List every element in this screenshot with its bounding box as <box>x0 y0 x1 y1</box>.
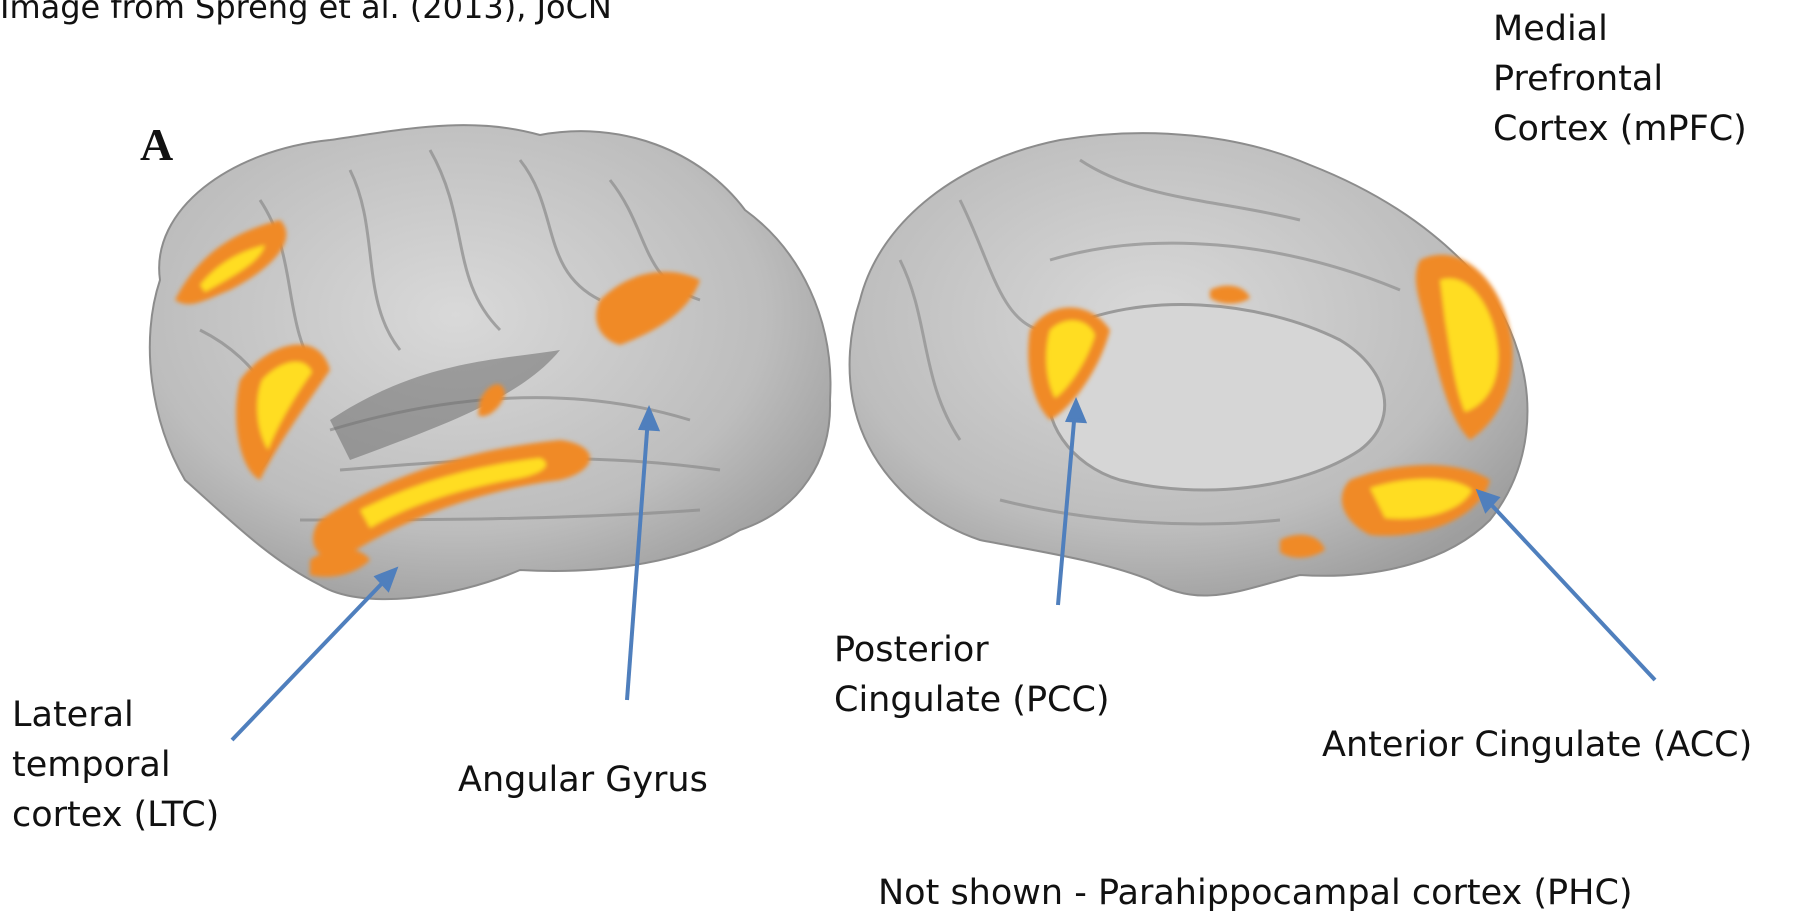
ltc-line-1: Lateral <box>12 690 219 740</box>
ltc-line-3: cortex (LTC) <box>12 790 219 840</box>
mpfc-line-2: Prefrontal <box>1493 54 1747 104</box>
pcc-line-1: Posterior <box>834 625 1110 675</box>
lateral-brain-view <box>150 125 831 599</box>
pcc-line-2: Cingulate (PCC) <box>834 675 1110 725</box>
ltc-label: Lateral temporal cortex (LTC) <box>12 690 219 840</box>
acc-label: Anterior Cingulate (ACC) <box>1322 720 1752 770</box>
mpfc-line-1: Medial <box>1493 4 1747 54</box>
acc-line-1: Anterior Cingulate (ACC) <box>1322 720 1752 770</box>
angular-gyrus-label: Angular Gyrus <box>458 755 708 805</box>
phc-note: Not shown - Parahippocampal cortex (PHC) <box>878 868 1633 918</box>
panel-letter: A <box>140 118 173 171</box>
pcc-label: Posterior Cingulate (PCC) <box>834 625 1110 725</box>
mpfc-line-3: Cortex (mPFC) <box>1493 104 1747 154</box>
mpfc-label: Medial Prefrontal Cortex (mPFC) <box>1493 4 1747 154</box>
angular-line-1: Angular Gyrus <box>458 755 708 805</box>
phc-line-1: Not shown - Parahippocampal cortex (PHC) <box>878 868 1633 918</box>
arrow-acc <box>1479 492 1655 680</box>
ltc-line-2: temporal <box>12 740 219 790</box>
arrow-ltc <box>232 570 395 740</box>
medial-brain-view <box>850 133 1528 595</box>
